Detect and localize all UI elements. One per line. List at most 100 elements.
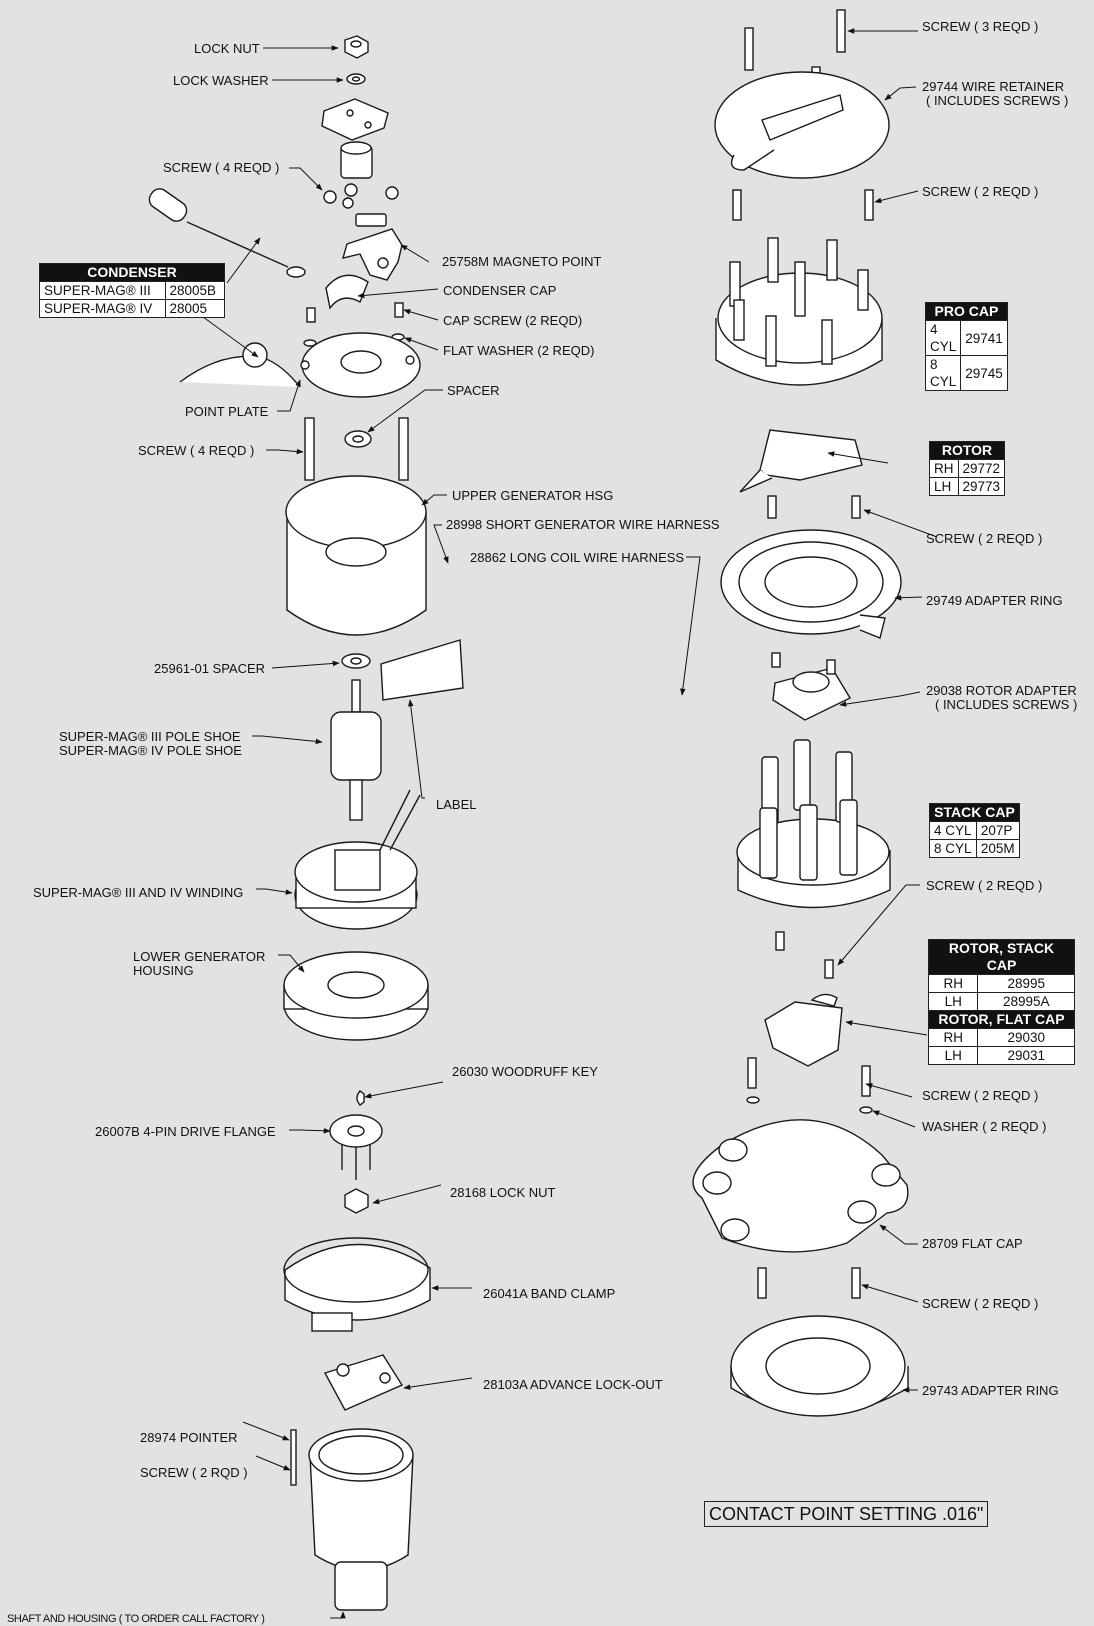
bushing-part <box>340 141 373 179</box>
rotor-stack-cap-title: ROTOR, STACK CAP <box>928 939 1075 975</box>
rotor-row-1-dir: RH <box>929 459 959 478</box>
stack-cap-part <box>736 739 891 909</box>
lock-nut-part <box>344 35 369 59</box>
stack-cap-row-2-part: 205M <box>975 839 1021 858</box>
upper-generator-housing-part <box>285 475 427 636</box>
adapter-ring-29749-part <box>720 529 902 639</box>
shaft-housing-part <box>290 1428 414 1611</box>
label-label: LABEL <box>436 797 477 812</box>
label-screw-2-c: SCREW ( 2 REQD ) <box>926 878 1043 893</box>
rotor-flat-part <box>764 993 843 1067</box>
point-plate-part <box>300 332 421 398</box>
stack-cap-row-1-cyl: 4 CYL <box>929 821 977 840</box>
label-woodruff: 26030 WOODRUFF KEY <box>452 1064 598 1079</box>
label-screw-2-a: SCREW ( 2 REQD ) <box>922 184 1039 199</box>
advance-lockout-part <box>323 1354 404 1411</box>
top-bracket-part <box>321 98 389 141</box>
rotor-table-title: ROTOR <box>928 441 1006 460</box>
rotor-flat-row-1-part: 29030 <box>977 1028 1075 1047</box>
rotor-flat-row-2-part: 29031 <box>977 1046 1075 1065</box>
washers-2-part <box>746 1096 873 1114</box>
label-drive-flange: 26007B 4-PIN DRIVE FLANGE <box>95 1124 276 1139</box>
rotor-stack-row-2-part: 28995A <box>977 992 1075 1011</box>
pro-cap-part <box>715 237 883 386</box>
label-screw-2-rqd: SCREW ( 2 RQD ) <box>140 1465 248 1480</box>
spacer-25961-part <box>341 653 371 669</box>
label-pole-shoe-iii: SUPER-MAG® III POLE SHOE <box>59 729 241 744</box>
rotor-flat-row-1-dir: RH <box>927 1028 979 1047</box>
point-plate-wire-part <box>179 342 301 388</box>
rotor-row-2-dir: LH <box>929 477 959 496</box>
label-lower-gen-1: LOWER GENERATOR <box>133 949 266 964</box>
woodruff-key-part <box>356 1090 365 1106</box>
label-short-harness: 28998 SHORT GENERATOR WIRE HARNESS <box>446 517 720 532</box>
label-screw-2-b: SCREW ( 2 REQD ) <box>926 531 1043 546</box>
rotor-row-2-part: 29773 <box>957 477 1006 496</box>
condenser-cap-part <box>325 274 369 310</box>
label-screw-4-top: SCREW ( 4 REQD ) <box>163 160 280 175</box>
pro-cap-table-title: PRO CAP <box>925 302 1008 321</box>
lower-generator-housing-part <box>283 951 429 1041</box>
label-band-clamp: 26041A BAND CLAMP <box>483 1286 616 1301</box>
adapter-ring-29743-part <box>730 1315 909 1417</box>
condenser-row-2-model: SUPER-MAG® IV <box>39 299 166 318</box>
label-lower-gen-2: HOUSING <box>133 963 194 978</box>
screws-2c-part <box>775 931 834 979</box>
label-adapter-ring-29749: 29749 ADAPTER RING <box>926 593 1063 608</box>
drive-flange-part <box>329 1114 383 1180</box>
band-clamp-part <box>283 1237 431 1332</box>
stack-cap-table-title: STACK CAP <box>929 803 1020 822</box>
label-upper-gen-hsg: UPPER GENERATOR HSG <box>452 488 614 503</box>
contact-point-setting-note: CONTACT POINT SETTING .016" <box>704 1501 989 1527</box>
cap-screw-part <box>306 302 404 323</box>
long-screws-part <box>304 417 409 481</box>
label-magneto-point: 25758M MAGNETO POINT <box>442 254 602 269</box>
rotor-flat-row-2-dir: LH <box>927 1046 979 1065</box>
condenser-table-title: CONDENSER <box>39 263 225 282</box>
lock-nut-28168-part <box>344 1188 369 1214</box>
label-screw-3: SCREW ( 3 REQD ) <box>922 19 1039 34</box>
flat-cap-part <box>692 1119 909 1253</box>
rotor-stack-row-1-dir: RH <box>927 974 979 993</box>
lock-washer-part <box>346 73 366 85</box>
label-screw-2-d: SCREW ( 2 REQD ) <box>922 1088 1039 1103</box>
spacer-part <box>344 430 372 448</box>
label-long-harness: 28862 LONG COIL WIRE HARNESS <box>470 550 685 565</box>
label-washer-2: WASHER ( 2 REQD ) <box>922 1119 1047 1134</box>
stack-cap-row-1-part: 207P <box>975 821 1021 840</box>
rotor-part <box>739 429 863 493</box>
pro-cap-row-1-part: 29741 <box>960 320 1008 356</box>
label-lock-nut-28168: 28168 LOCK NUT <box>450 1185 556 1200</box>
label-part <box>380 639 464 701</box>
label-condenser-cap: CONDENSER CAP <box>443 283 557 298</box>
screws-2d-part <box>747 1057 871 1097</box>
condenser-row-1-part: 28005B <box>164 281 226 300</box>
label-wire-retainer-2: ( INCLUDES SCREWS ) <box>926 93 1069 108</box>
screws-2b-part <box>767 495 861 519</box>
label-winding: SUPER-MAG® III AND IV WINDING <box>33 885 244 900</box>
rotor-stack-row-1-part: 28995 <box>977 974 1075 993</box>
label-screw-4-lower: SCREW ( 4 REQD ) <box>138 443 255 458</box>
wire-retainer-part <box>714 71 890 179</box>
label-point-plate: POINT PLATE <box>185 404 269 419</box>
label-cap-screw: CAP SCREW (2 REQD) <box>443 313 583 328</box>
label-pole-shoe-iv: SUPER-MAG® IV POLE SHOE <box>59 743 242 758</box>
pole-shoe-part <box>330 679 382 821</box>
label-flat-washer: FLAT WASHER (2 REQD) <box>443 343 595 358</box>
label-spacer-25961: 25961-01 SPACER <box>154 661 266 676</box>
label-lock-washer: LOCK WASHER <box>173 73 269 88</box>
label-wire-retainer-1: 29744 WIRE RETAINER <box>922 79 1065 94</box>
label-advance-lockout: 28103A ADVANCE LOCK-OUT <box>483 1377 663 1392</box>
label-flat-cap: 28709 FLAT CAP <box>922 1236 1023 1251</box>
label-adapter-ring-29743: 29743 ADAPTER RING <box>922 1383 1059 1398</box>
screws-4-part <box>323 183 399 209</box>
label-spacer: SPACER <box>447 383 500 398</box>
rotor-stack-row-2-dir: LH <box>927 992 979 1011</box>
label-rotor-adapter-1: 29038 ROTOR ADAPTER <box>926 683 1077 698</box>
rotor-adapter-part <box>771 652 851 721</box>
